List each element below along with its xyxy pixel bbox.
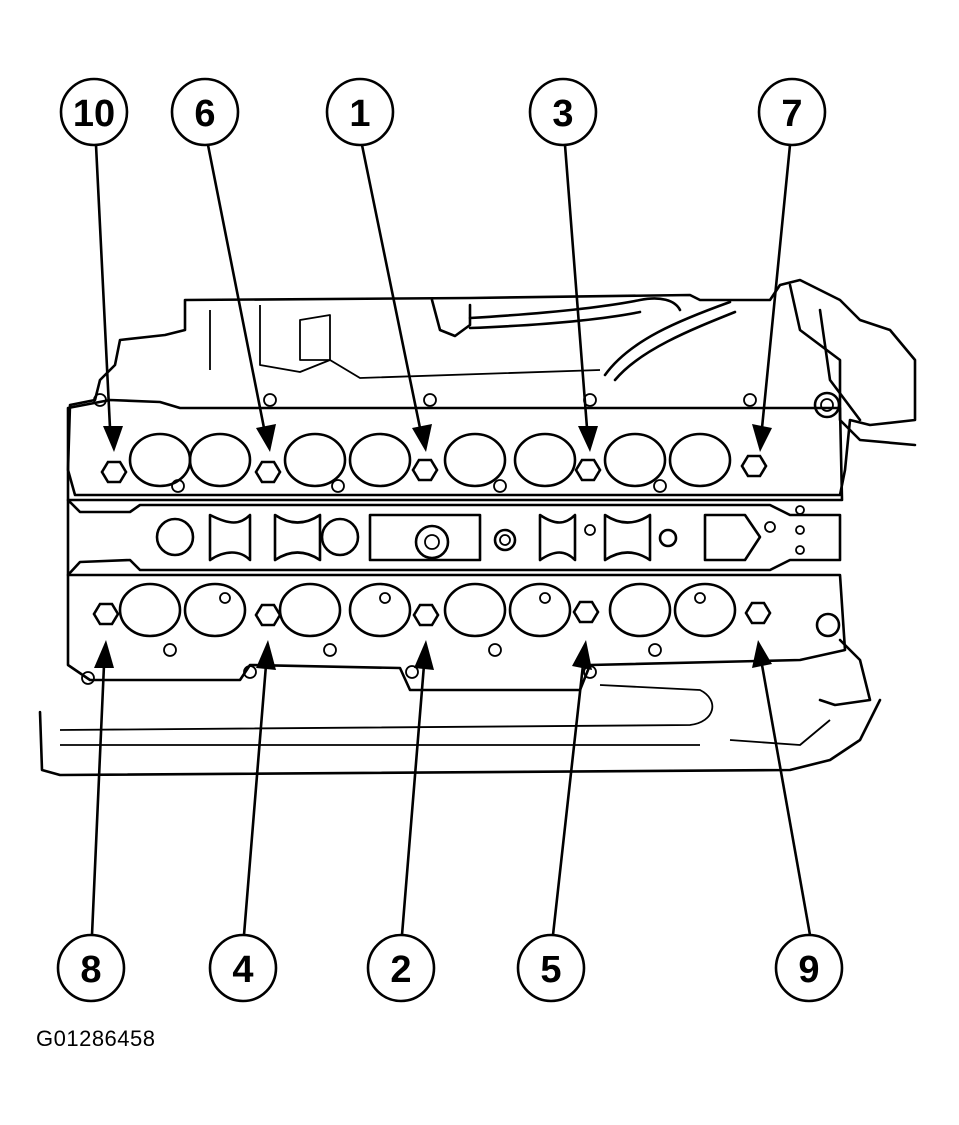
callout-7: 7 [757,77,827,147]
callout-5: 5 [516,933,586,1003]
bolt-10 [100,460,128,484]
bolt-5 [572,600,600,624]
bolt-9 [744,601,772,625]
bolt-8 [92,602,120,626]
svg-text:2: 2 [390,949,411,991]
figure-id: G01286458 [36,1026,156,1051]
svg-text:7: 7 [781,93,802,135]
callout-8: 8 [56,933,126,1003]
lower-valve-row [81,582,737,685]
svg-text:1: 1 [349,93,370,135]
svg-text:3: 3 [552,93,573,135]
svg-text:6: 6 [194,93,215,135]
svg-text:4: 4 [232,949,253,991]
callout-2: 2 [366,933,436,1003]
svg-text:8: 8 [80,949,101,991]
center-gallery [155,505,805,562]
callout-3: 3 [528,77,598,147]
callout-10: 10 [59,77,129,147]
upper-valve-row [93,393,757,493]
bolt-6 [254,460,282,484]
callout-1: 1 [325,77,395,147]
callout-9: 9 [774,933,844,1003]
cylinder-head-drawing [38,278,917,777]
leader-lines [90,143,812,937]
svg-text:9: 9 [798,949,819,991]
callouts: 10 6 1 3 7 8 4 2 [56,77,844,1003]
callout-4: 4 [208,933,278,1003]
svg-text:10: 10 [73,93,115,135]
bolt-7 [740,454,768,478]
callout-6: 6 [170,77,240,147]
bolt-2 [412,603,440,627]
bolt-1 [411,458,439,482]
bolt-3 [574,458,602,482]
svg-text:5: 5 [540,949,561,991]
head-bolts [92,454,772,627]
bolt-4 [254,603,282,627]
